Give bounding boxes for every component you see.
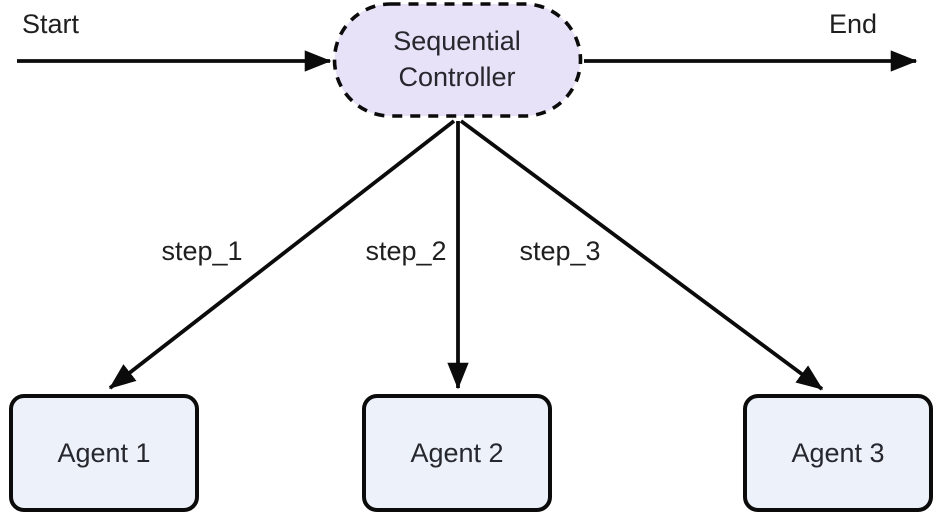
controller-node: Sequential Controller <box>332 2 583 118</box>
controller-label-line1: Sequential <box>393 26 521 56</box>
start-label: Start <box>22 9 80 39</box>
edge-step-3 <box>459 119 824 391</box>
agent-1-node-shape <box>9 394 199 512</box>
agent-3-label: Agent 3 <box>791 438 884 468</box>
agent-2-node: Agent 2 <box>362 394 552 512</box>
controller-node-shape <box>332 2 583 118</box>
agent-1-node: Agent 1 <box>9 394 199 512</box>
edge-label-step-1: step_1 <box>161 236 242 266</box>
controller-label-line2: Controller <box>398 62 515 92</box>
agent-3-node: Agent 3 <box>743 394 933 512</box>
end-label: End <box>829 9 877 39</box>
agent-3-node-shape <box>743 394 933 512</box>
edge-step-1 <box>108 119 456 390</box>
edge-label-step-2: step_2 <box>365 236 446 266</box>
agent-1-label: Agent 1 <box>57 438 150 468</box>
agent-2-label: Agent 2 <box>410 438 503 468</box>
edge-label-step-3: step_3 <box>519 236 600 266</box>
agent-2-node-shape <box>362 394 552 512</box>
